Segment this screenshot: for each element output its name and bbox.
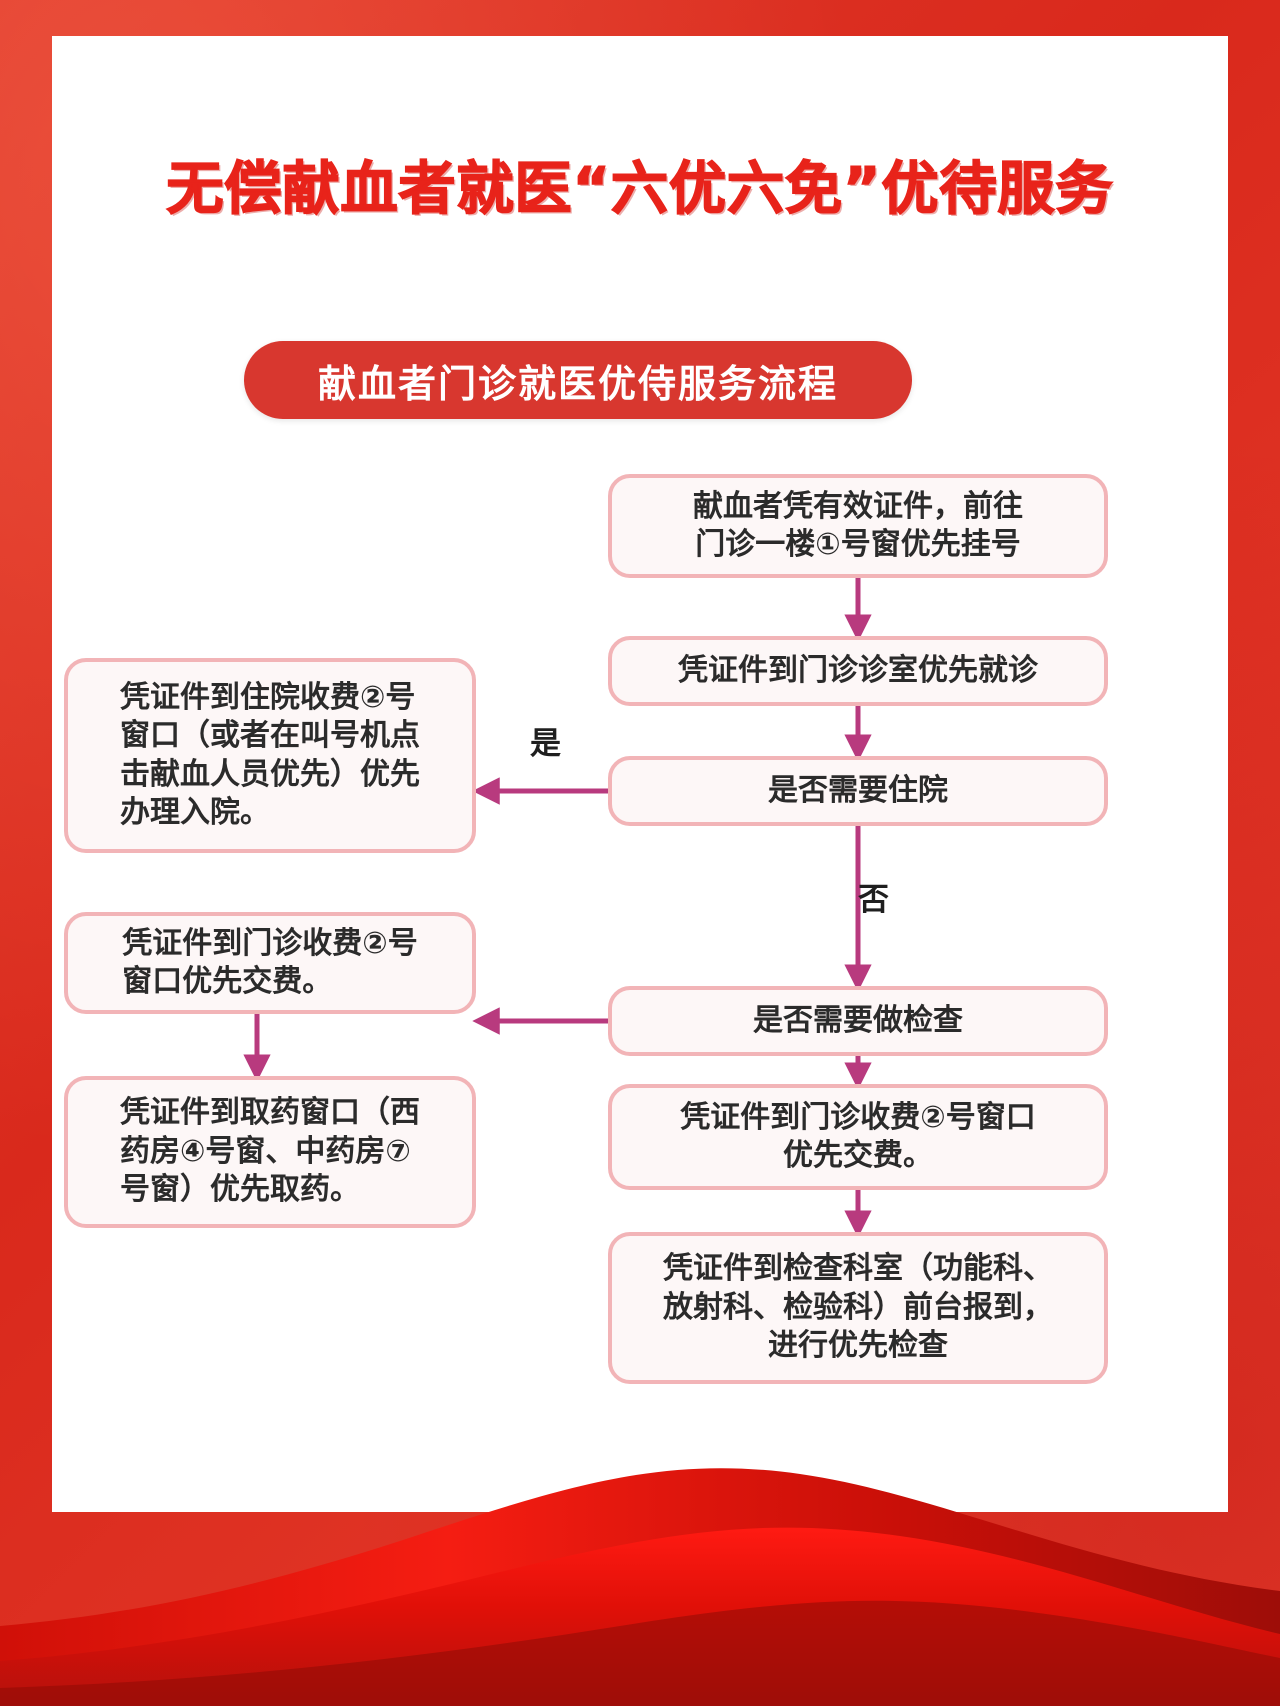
flow-node-pharmacy-label: 凭证件到取药窗口（西 药房④号窗、中药房⑦ 号窗）优先取药。: [120, 1095, 420, 1208]
flow-node-payment-right-label: 凭证件到门诊收费②号窗口 优先交费。: [680, 1099, 1036, 1173]
page-title: 无偿献血者就医“六优六免”优待服务: [166, 156, 1114, 222]
flow-node-decision-exam[interactable]: 是否需要做检查: [608, 986, 1108, 1056]
flow-node-decision-admission[interactable]: 是否需要住院: [608, 756, 1108, 826]
flow-node-examination[interactable]: 凭证件到检查科室（功能科、 放射科、检验科）前台报到， 进行优先检查: [608, 1232, 1108, 1384]
flow-node-pharmacy[interactable]: 凭证件到取药窗口（西 药房④号窗、中药房⑦ 号窗）优先取药。: [64, 1076, 476, 1228]
flow-node-register[interactable]: 献血者凭有效证件，前往 门诊一楼①号窗优先挂号: [608, 474, 1108, 578]
subtitle-banner: 献血者门诊就医优侍服务流程: [244, 341, 912, 419]
subtitle-label: 献血者门诊就医优侍服务流程: [317, 361, 838, 406]
flow-node-examination-label: 凭证件到检查科室（功能科、 放射科、检验科）前台报到， 进行优先检查: [663, 1251, 1053, 1364]
flow-node-admission-label: 凭证件到住院收费②号 窗口（或者在叫号机点 击献血人员优先）优先 办理入院。: [120, 679, 420, 830]
edge-label-no: 否: [858, 882, 889, 918]
flow-node-clinic-label: 凭证件到门诊诊室优先就诊: [678, 652, 1038, 688]
flow-node-decision-exam-label: 是否需要做检查: [753, 1002, 963, 1038]
bottom-wave-decoration: [0, 1468, 1280, 1706]
flow-node-decision-admission-label: 是否需要住院: [768, 772, 948, 808]
flow-node-clinic[interactable]: 凭证件到门诊诊室优先就诊: [608, 636, 1108, 706]
edge-label-yes: 是: [530, 726, 561, 762]
flow-node-payment-left-label: 凭证件到门诊收费②号 窗口优先交费。: [122, 925, 418, 999]
poster-white-card: 无偿献血者就医“六优六免”优待服务 献血者门诊就医优侍服务流程: [52, 36, 1228, 1512]
flow-node-payment-left[interactable]: 凭证件到门诊收费②号 窗口优先交费。: [64, 912, 476, 1014]
flow-node-payment-right[interactable]: 凭证件到门诊收费②号窗口 优先交费。: [608, 1084, 1108, 1190]
flowchart: 献血者凭有效证件，前往 门诊一楼①号窗优先挂号 凭证件到门诊诊室优先就诊 是否需…: [52, 36, 1228, 1512]
flow-node-admission[interactable]: 凭证件到住院收费②号 窗口（或者在叫号机点 击献血人员优先）优先 办理入院。: [64, 658, 476, 853]
flow-node-register-label: 献血者凭有效证件，前往 门诊一楼①号窗优先挂号: [693, 488, 1023, 562]
